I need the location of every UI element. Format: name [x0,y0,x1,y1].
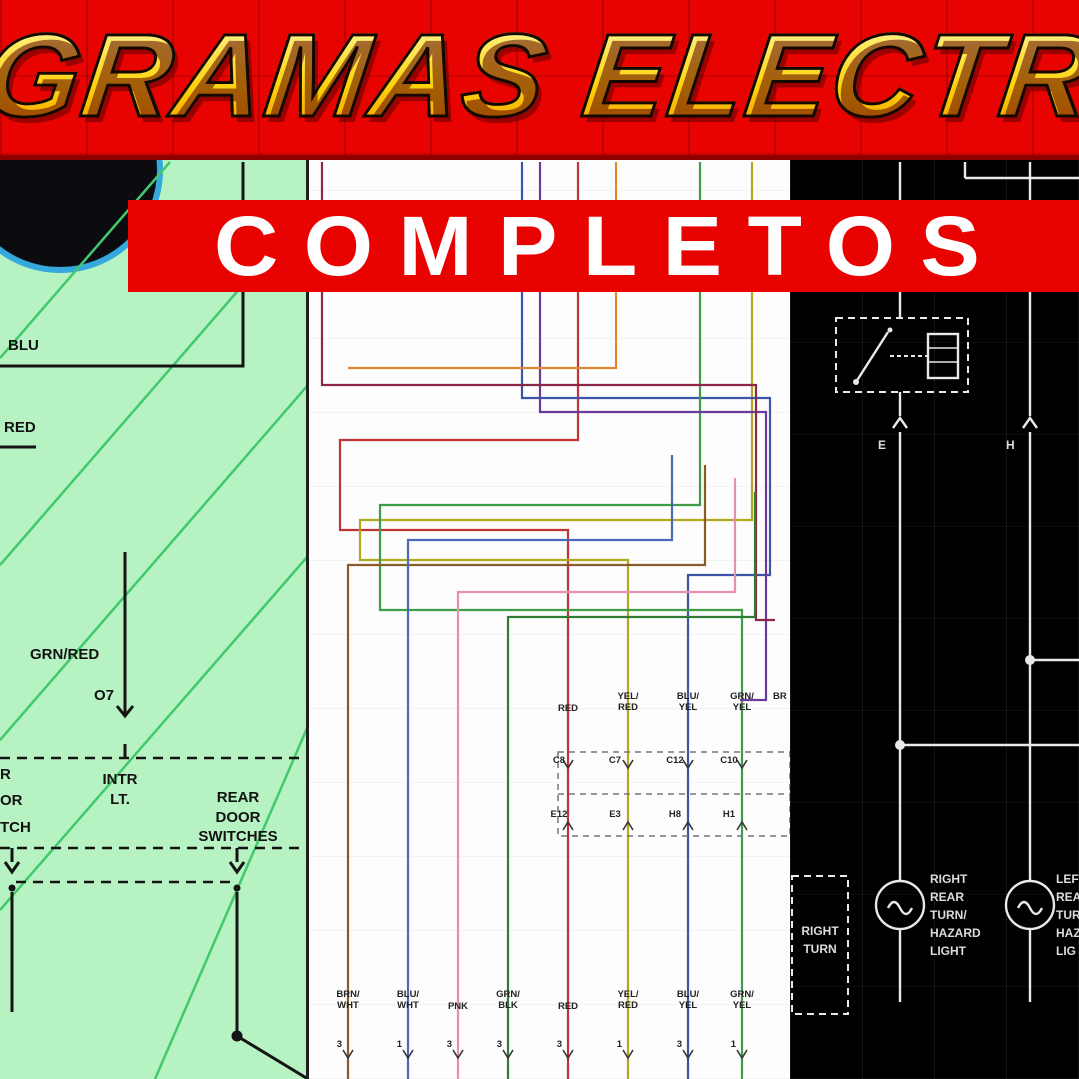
label-rear-door-switches: REAR DOOR SWITCHES [198,789,278,845]
banner-title: GRAMAS ELECTRIC [0,0,1079,158]
label-bot-red: RED [557,1001,579,1012]
subtitle-band: COMPLETOS [128,198,1079,293]
lamp-right-rear [874,879,926,931]
label-top-grn-yel: GRN/ YEL [730,691,754,713]
switch-right-arrow [228,861,246,875]
diagonal-bottom-wire [236,1034,308,1079]
connector-e-arrow [892,415,908,429]
lamp-left-filament [1016,900,1044,916]
pin-number-6: 1 [616,1039,622,1050]
pin-number-5: 3 [556,1039,562,1050]
pin-number-3: 3 [446,1039,452,1050]
colored-wires [320,162,775,1079]
label-blu: BLU [8,337,39,354]
label-conn-h1: H1 [722,809,736,820]
label-top-partial: BR [773,691,787,702]
label-bot-grn-yel: GRN/ YEL [730,989,754,1011]
label-conn-h8: H8 [668,809,682,820]
top-banner: GRAMAS ELECTRIC [0,0,1079,160]
wire-purple [538,162,768,702]
label-clipped-switch: R OR TCH [0,766,31,836]
subtitle-text: COMPLETOS [214,198,1006,293]
relay-box [835,317,969,393]
label-top-blu-yel: BLU/ YEL [676,691,700,713]
label-bot-blu-yel: BLU/ YEL [676,989,700,1011]
dashed-connector-lines [0,756,308,884]
label-bot-yel-red: YEL/ RED [617,989,639,1011]
label-conn-e: E [878,438,887,452]
wire-yel-red [358,162,754,1079]
wire-maroon [320,162,775,622]
label-conn-e12: E12 [550,809,568,820]
pin-number-8: 1 [730,1039,736,1050]
label-conn-c10: C10 [720,755,738,766]
green-wiring-panel: BLU RED GRN/RED O7 INTR LT. REAR DOOR SW… [0,0,308,1079]
white-wires [854,162,1079,1002]
label-bot-pnk: PNK [447,1001,469,1012]
label-grn-red: GRN/RED [30,646,100,663]
label-bot-blu-wht: BLU/ WHT [396,989,420,1011]
wire-blu-yel [520,162,772,1079]
pin-number-4: 3 [496,1039,502,1050]
white-wiring-panel: RED YEL/ RED BLU/ YEL GRN/ YEL BR C8 C7 … [308,0,790,1079]
black-wiring-panel: E H RIGHT REAR TURN/ HAZARD LIGHT LEF RE… [790,0,1079,1079]
label-intr-lt: INTR LT. [102,771,138,808]
relay-blade [854,331,890,383]
connector-dashed-box [557,751,790,837]
black-wires [0,162,308,1079]
junction-dots [8,884,243,1042]
label-bot-brn-wht: BRN/ WHT [336,989,360,1011]
green-diagonal-lines [0,161,308,1079]
black-panel-wiring [791,162,1079,1015]
wire-grn-yel [378,162,744,1079]
pin-number-1: 3 [336,1039,342,1050]
white-panel-wiring [320,162,790,1079]
right-turn-dashed-box [791,875,849,1015]
label-left-rear-turn-clipped: LEF REA TUR HAZ LIG [1056,872,1079,958]
wire-blu-wht [406,455,674,1079]
label-top-red: RED [557,703,579,714]
label-right-rear-turn-hazard-light: RIGHT REAR TURN/ HAZARD LIGHT [930,872,981,958]
pin-number-2: 1 [396,1039,402,1050]
switch-left-arrow [3,861,21,875]
relay-coil-winding [928,347,958,363]
label-right-turn-box: RIGHT TURN [801,924,839,956]
connector-arrows [342,759,748,1060]
green-panel-wiring [0,67,308,1079]
panel-seam [306,160,309,1079]
label-top-yel-red: YEL/ RED [617,691,639,713]
label-conn-h: H [1006,438,1015,452]
wire-pnk [456,478,737,1079]
arrow-o7 [115,705,135,719]
lamp-left-rear [1004,879,1056,931]
wire-red [338,162,580,1079]
wire-grn-blk [506,492,757,1079]
label-bot-grn-blk: GRN/ BLK [496,989,520,1011]
wire-brn-wht [346,465,707,1079]
label-conn-c8: C8 [552,755,566,766]
label-conn-c7: C7 [608,755,622,766]
label-o7: O7 [94,687,115,704]
connector-h-arrow [1022,415,1038,429]
junction-dots-right [853,327,1035,750]
lamp-right-filament [886,900,914,916]
label-red: RED [4,419,36,436]
pin-number-7: 3 [676,1039,682,1050]
label-conn-e3: E3 [609,809,621,820]
relay-coil [926,332,960,380]
dashed-elements [791,317,969,1015]
label-conn-c12: C12 [666,755,684,766]
